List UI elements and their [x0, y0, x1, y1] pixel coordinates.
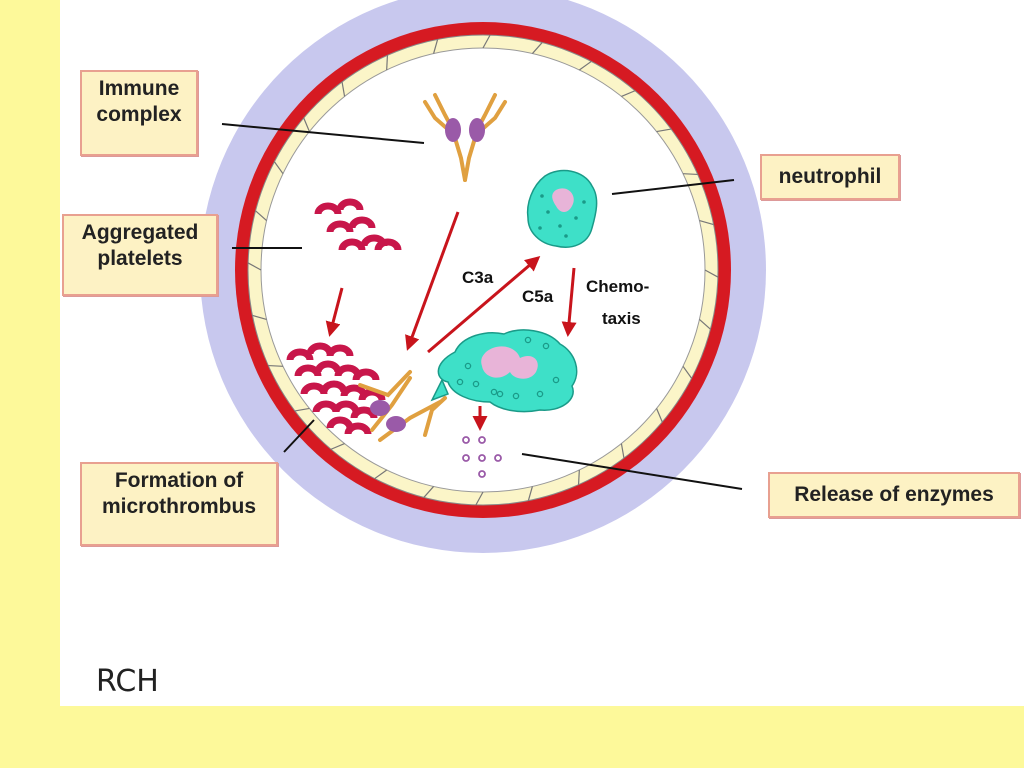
endothelium-ticks: [247, 34, 719, 506]
c5a-label: C5a: [522, 287, 554, 306]
endothelial-cell-boundary: [621, 90, 636, 97]
endothelial-cell-boundary: [294, 407, 310, 412]
chemotaxis-label-2: taxis: [602, 309, 641, 328]
endothelial-cell-boundary: [273, 161, 284, 175]
granule-icon: [546, 210, 550, 214]
granule-icon: [456, 378, 464, 386]
granule-icon: [538, 226, 542, 230]
label-aggregated-platelets-line2: platelets: [97, 247, 183, 270]
bound-immune-complex-icon: [358, 370, 447, 442]
label-immune-complex-line1: Immune: [98, 77, 180, 100]
platelet-icon: [352, 368, 380, 381]
granule-icon: [552, 376, 560, 384]
chemotaxis-label-1: Chemo-: [586, 277, 649, 296]
granule-icon: [472, 380, 480, 388]
granule-icon: [564, 234, 568, 238]
endothelial-cell-boundary: [386, 55, 389, 71]
platelet-icon: [326, 344, 354, 357]
endothelial-cell-boundary: [374, 469, 388, 480]
label-neutrophil: neutrophil: [760, 154, 900, 200]
endothelial-cell-boundary: [303, 117, 310, 132]
endothelial-cell-boundary: [656, 408, 663, 423]
endothelial-cell-boundary: [578, 60, 592, 71]
c3a-label: C3a: [462, 268, 494, 287]
arrow-immune-to-wall: [405, 211, 460, 351]
endothelial-cell-boundary: [704, 269, 719, 278]
endothelial-cell-boundary: [252, 314, 267, 320]
platelet-icon: [350, 406, 378, 419]
credit-text: RCH: [96, 664, 159, 699]
granule-icon: [524, 336, 532, 344]
endothelial-cell-boundary: [268, 364, 284, 367]
left-margin-band: [0, 0, 60, 768]
endothelial-cell-boundary: [577, 469, 580, 485]
granule-icon: [574, 216, 578, 220]
label-formation-microthrombus: Formation of microthrombus: [80, 462, 278, 546]
platelet-icon: [358, 388, 386, 401]
endothelial-cell-boundary: [699, 220, 714, 226]
label-neutrophil-text: neutrophil: [778, 165, 882, 188]
endothelial-cell-boundary: [423, 486, 435, 498]
label-aggregated-platelets-line1: Aggregated: [81, 221, 199, 244]
granule-icon: [496, 390, 504, 398]
endothelial-cell-boundary: [682, 173, 698, 176]
endothelial-cell-boundary: [656, 128, 672, 133]
granule-icon: [512, 392, 520, 400]
endothelial-cell-boundary: [247, 262, 262, 271]
neutrophil-icon: [526, 169, 598, 248]
granule-icon: [582, 200, 586, 204]
endothelial-cell-boundary: [620, 443, 625, 459]
endothelial-cell-boundary: [475, 491, 484, 506]
antigen-icon: [386, 416, 406, 432]
endothelial-cell-boundary: [527, 486, 533, 501]
granule-icon: [536, 390, 544, 398]
platelet-icon: [294, 364, 322, 377]
granule-icon: [558, 224, 562, 228]
microthrombus-icon: [286, 342, 386, 435]
label-immune-complex: Immune complex: [80, 70, 198, 156]
antigen-icon: [370, 400, 390, 416]
endothelial-cell-boundary: [330, 443, 345, 450]
granule-icon: [464, 362, 472, 370]
immune-complex-icon: [423, 93, 507, 182]
endothelial-cell-boundary: [699, 318, 711, 330]
flow-arrows: [325, 211, 577, 431]
granule-icon: [542, 342, 550, 350]
endothelial-cell-boundary: [531, 42, 543, 54]
label-release-enzymes: Release of enzymes: [768, 472, 1020, 518]
leader-lines: [221, 123, 743, 490]
activated-neutrophil-icon: [430, 329, 578, 413]
label-formation-microthrombus-line2: microthrombus: [101, 495, 256, 518]
label-formation-microthrombus-line1: Formation of: [114, 469, 244, 492]
endothelial-cell-boundary: [341, 81, 346, 97]
platelet-cluster-icon: [314, 198, 402, 251]
endothelial-cell-boundary: [433, 39, 439, 54]
granule-icon: [490, 388, 498, 396]
enzyme-dot-icon: [462, 436, 502, 478]
granule-icon: [540, 194, 544, 198]
label-aggregated-platelets: Aggregated platelets: [62, 214, 218, 296]
bottom-margin-band: [0, 706, 1024, 768]
platelet-icon: [286, 348, 314, 361]
endothelial-cell-boundary: [482, 34, 491, 49]
endothelial-cell-boundary: [682, 365, 693, 379]
arrow-platelets-down: [325, 287, 344, 337]
arrow-c3a: [427, 256, 541, 354]
label-release-enzymes-text: Release of enzymes: [794, 483, 994, 506]
endothelial-cell-boundary: [255, 210, 267, 222]
platelet-icon: [344, 422, 372, 435]
label-immune-complex-line2: complex: [96, 103, 182, 126]
arrow-chemotaxis: [561, 267, 577, 337]
